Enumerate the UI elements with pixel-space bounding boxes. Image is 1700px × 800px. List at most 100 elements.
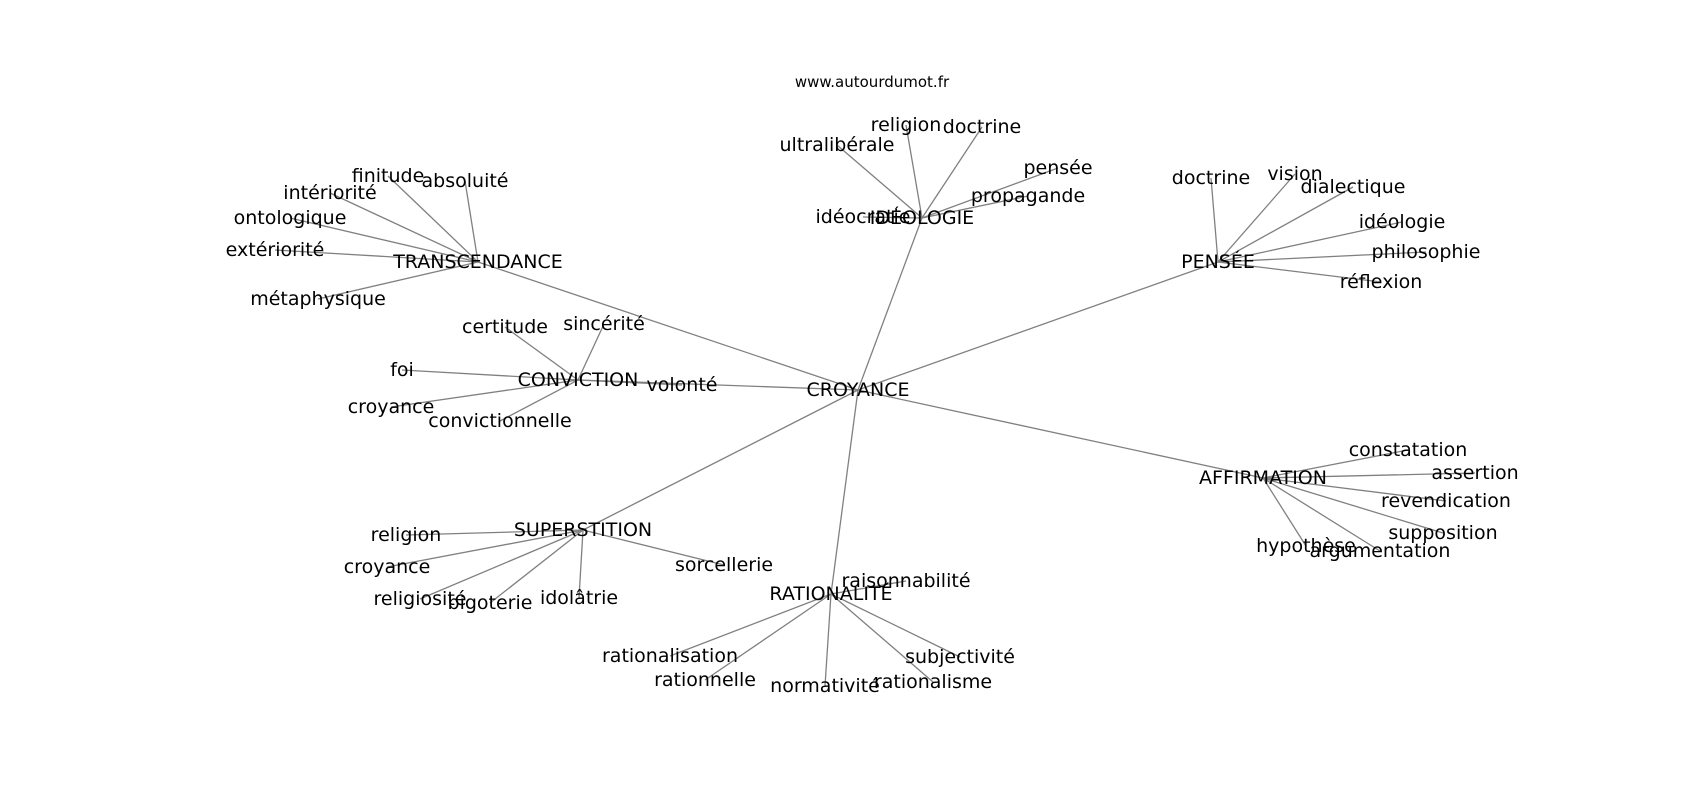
edge-croyance-affirmation: [857, 389, 1264, 479]
node-transcendance[interactable]: TRANSCENDANCE: [392, 251, 563, 273]
edge-superstition-sorcellerie: [582, 529, 725, 566]
node-superstition-idolatrie[interactable]: idolâtrie: [540, 587, 618, 609]
edge-rationalite-rationalisme: [830, 593, 934, 683]
edge-conviction-croyance: [390, 379, 579, 408]
edge-superstition-religiosite: [419, 529, 584, 600]
node-ideologie-religion[interactable]: religion: [871, 114, 942, 136]
node-affirmation-constatation[interactable]: constatation: [1349, 439, 1468, 461]
node-rationalite-rationnelle[interactable]: rationnelle: [654, 669, 756, 691]
edge-affirmation-argumentation: [1262, 477, 1381, 552]
edge-pensee-reflexion: [1217, 261, 1382, 283]
edge-croyance-ideologie: [857, 217, 923, 391]
node-rationalite-rationalisation[interactable]: rationalisation: [602, 645, 738, 667]
graph-labels: www.autourdumot.fr CROYANCE TRANSCENDANCE…: [226, 73, 1519, 697]
node-ideologie-ultraliberale[interactable]: ultralibérale: [780, 134, 895, 156]
node-conviction[interactable]: CONVICTION: [518, 369, 639, 391]
node-ideologie-propagande[interactable]: propagande: [971, 185, 1085, 207]
node-rationalite-raisonnabilite[interactable]: raisonnabilité: [841, 570, 970, 592]
node-pensee-reflexion[interactable]: réflexion: [1340, 271, 1423, 293]
node-affirmation-assertion[interactable]: assertion: [1431, 462, 1518, 484]
node-rationalite[interactable]: RATIONALITÉ: [769, 582, 892, 605]
edge-conviction-volonte: [577, 379, 683, 386]
edge-transcendance-absoluite: [464, 180, 479, 263]
edge-rationalite-normativite: [824, 593, 832, 687]
edge-affirmation-constatation: [1262, 449, 1409, 479]
edge-affirmation-hypothese: [1262, 477, 1307, 547]
node-pensee-ideologie[interactable]: idéologie: [1359, 211, 1446, 233]
node-pensee-vision[interactable]: vision: [1267, 163, 1322, 185]
node-ideologie-pensee[interactable]: pensée: [1023, 157, 1092, 179]
edge-superstition-bigoterie: [489, 529, 584, 604]
node-superstition-sorcellerie[interactable]: sorcellerie: [675, 554, 773, 576]
node-rationalite-rationalisme[interactable]: rationalisme: [874, 671, 992, 693]
edge-affirmation-revendication: [1262, 477, 1447, 502]
edge-affirmation-supposition: [1262, 477, 1444, 534]
node-affirmation-revendication[interactable]: revendication: [1381, 490, 1511, 512]
node-superstition-religiosite[interactable]: religiosité: [374, 588, 467, 610]
node-affirmation[interactable]: AFFIRMATION: [1199, 467, 1327, 489]
edge-pensee-vision: [1217, 173, 1296, 263]
edge-ideologie-doctrine: [921, 126, 983, 219]
edge-transcendance-interiorite: [329, 192, 479, 263]
edge-transcendance-finitude: [387, 175, 479, 263]
edge-conviction-foi: [401, 369, 579, 381]
edge-ideologie-ultraliberale: [836, 144, 923, 219]
edge-rationalite-rationnelle: [704, 593, 832, 681]
node-ideologie-ideocratie[interactable]: idéocratie: [816, 206, 911, 228]
node-conviction-certitude[interactable]: certitude: [462, 316, 548, 338]
edge-ideologie-pensee: [921, 167, 1059, 219]
node-rationalite-subjectivite[interactable]: subjectivité: [905, 646, 1015, 668]
edge-pensee-philosophie: [1217, 251, 1427, 263]
edge-ideologie-propagande: [921, 195, 1029, 219]
node-conviction-convictionnelle[interactable]: convictionnelle: [428, 410, 571, 432]
edge-superstition-croyance: [386, 529, 584, 568]
edge-croyance-superstition: [582, 389, 859, 531]
edge-rationalite-subjectivite: [830, 593, 961, 658]
edge-transcendance-metaphysique: [317, 261, 479, 300]
node-transcendance-finitude[interactable]: finitude: [352, 165, 425, 187]
edge-rationalite-rationalisation: [669, 593, 832, 657]
node-conviction-foi[interactable]: foi: [390, 359, 414, 381]
node-superstition[interactable]: SUPERSTITION: [514, 519, 652, 541]
node-superstition-religion[interactable]: religion: [371, 524, 442, 546]
edge-conviction-certitude: [504, 326, 579, 381]
edge-croyance-rationalite: [830, 389, 859, 595]
edge-superstition-idolatrie: [578, 529, 584, 599]
edge-rationalite-raisonnabilite: [830, 580, 907, 595]
node-pensee-dialectique[interactable]: dialectique: [1301, 176, 1406, 198]
edge-ideologie-religion: [905, 124, 923, 219]
node-affirmation-argumentation[interactable]: argumentation: [1310, 540, 1451, 562]
node-conviction-sincerite[interactable]: sincérité: [563, 313, 645, 335]
node-ideologie[interactable]: IDÉOLOGIE: [870, 206, 974, 229]
node-affirmation-supposition[interactable]: supposition: [1388, 522, 1497, 544]
node-ideologie-doctrine[interactable]: doctrine: [943, 116, 1021, 138]
node-transcendance-ontologique[interactable]: ontologique: [234, 207, 347, 229]
edge-conviction-convictionnelle: [499, 379, 579, 422]
node-conviction-volonte[interactable]: volonté: [647, 374, 718, 396]
edge-superstition-religion: [405, 529, 584, 536]
edge-transcendance-ontologique: [289, 217, 479, 263]
node-transcendance-interiorite[interactable]: intériorité: [283, 182, 376, 204]
node-superstition-croyance[interactable]: croyance: [344, 556, 431, 578]
node-affirmation-hypothese[interactable]: hypothèse: [1256, 535, 1356, 557]
node-conviction-croyance[interactable]: croyance: [348, 396, 435, 418]
node-pensee-doctrine[interactable]: doctrine: [1172, 167, 1250, 189]
node-superstition-bigoterie[interactable]: bigoterie: [448, 592, 533, 614]
node-pensee-philosophie[interactable]: philosophie: [1372, 241, 1481, 263]
node-transcendance-exteriorite[interactable]: extériorité: [226, 239, 325, 261]
edge-pensee-ideologie: [1217, 221, 1403, 263]
node-transcendance-absoluite[interactable]: absoluité: [422, 170, 509, 192]
source-watermark: www.autourdumot.fr: [795, 73, 950, 91]
node-rationalite-normativite[interactable]: normativité: [770, 675, 880, 697]
edge-pensee-doctrine: [1210, 177, 1219, 263]
edge-croyance-transcendance: [477, 261, 859, 391]
node-pensee[interactable]: PENSÉE: [1181, 250, 1255, 273]
edge-pensee-dialectique: [1217, 186, 1354, 263]
node-croyance[interactable]: CROYANCE: [807, 379, 910, 401]
graph-edges: [274, 124, 1476, 687]
edge-conviction-sincerite: [577, 323, 605, 381]
edge-affirmation-assertion: [1262, 472, 1476, 479]
node-transcendance-metaphysique[interactable]: métaphysique: [250, 288, 386, 310]
edge-croyance-pensee: [857, 261, 1219, 391]
